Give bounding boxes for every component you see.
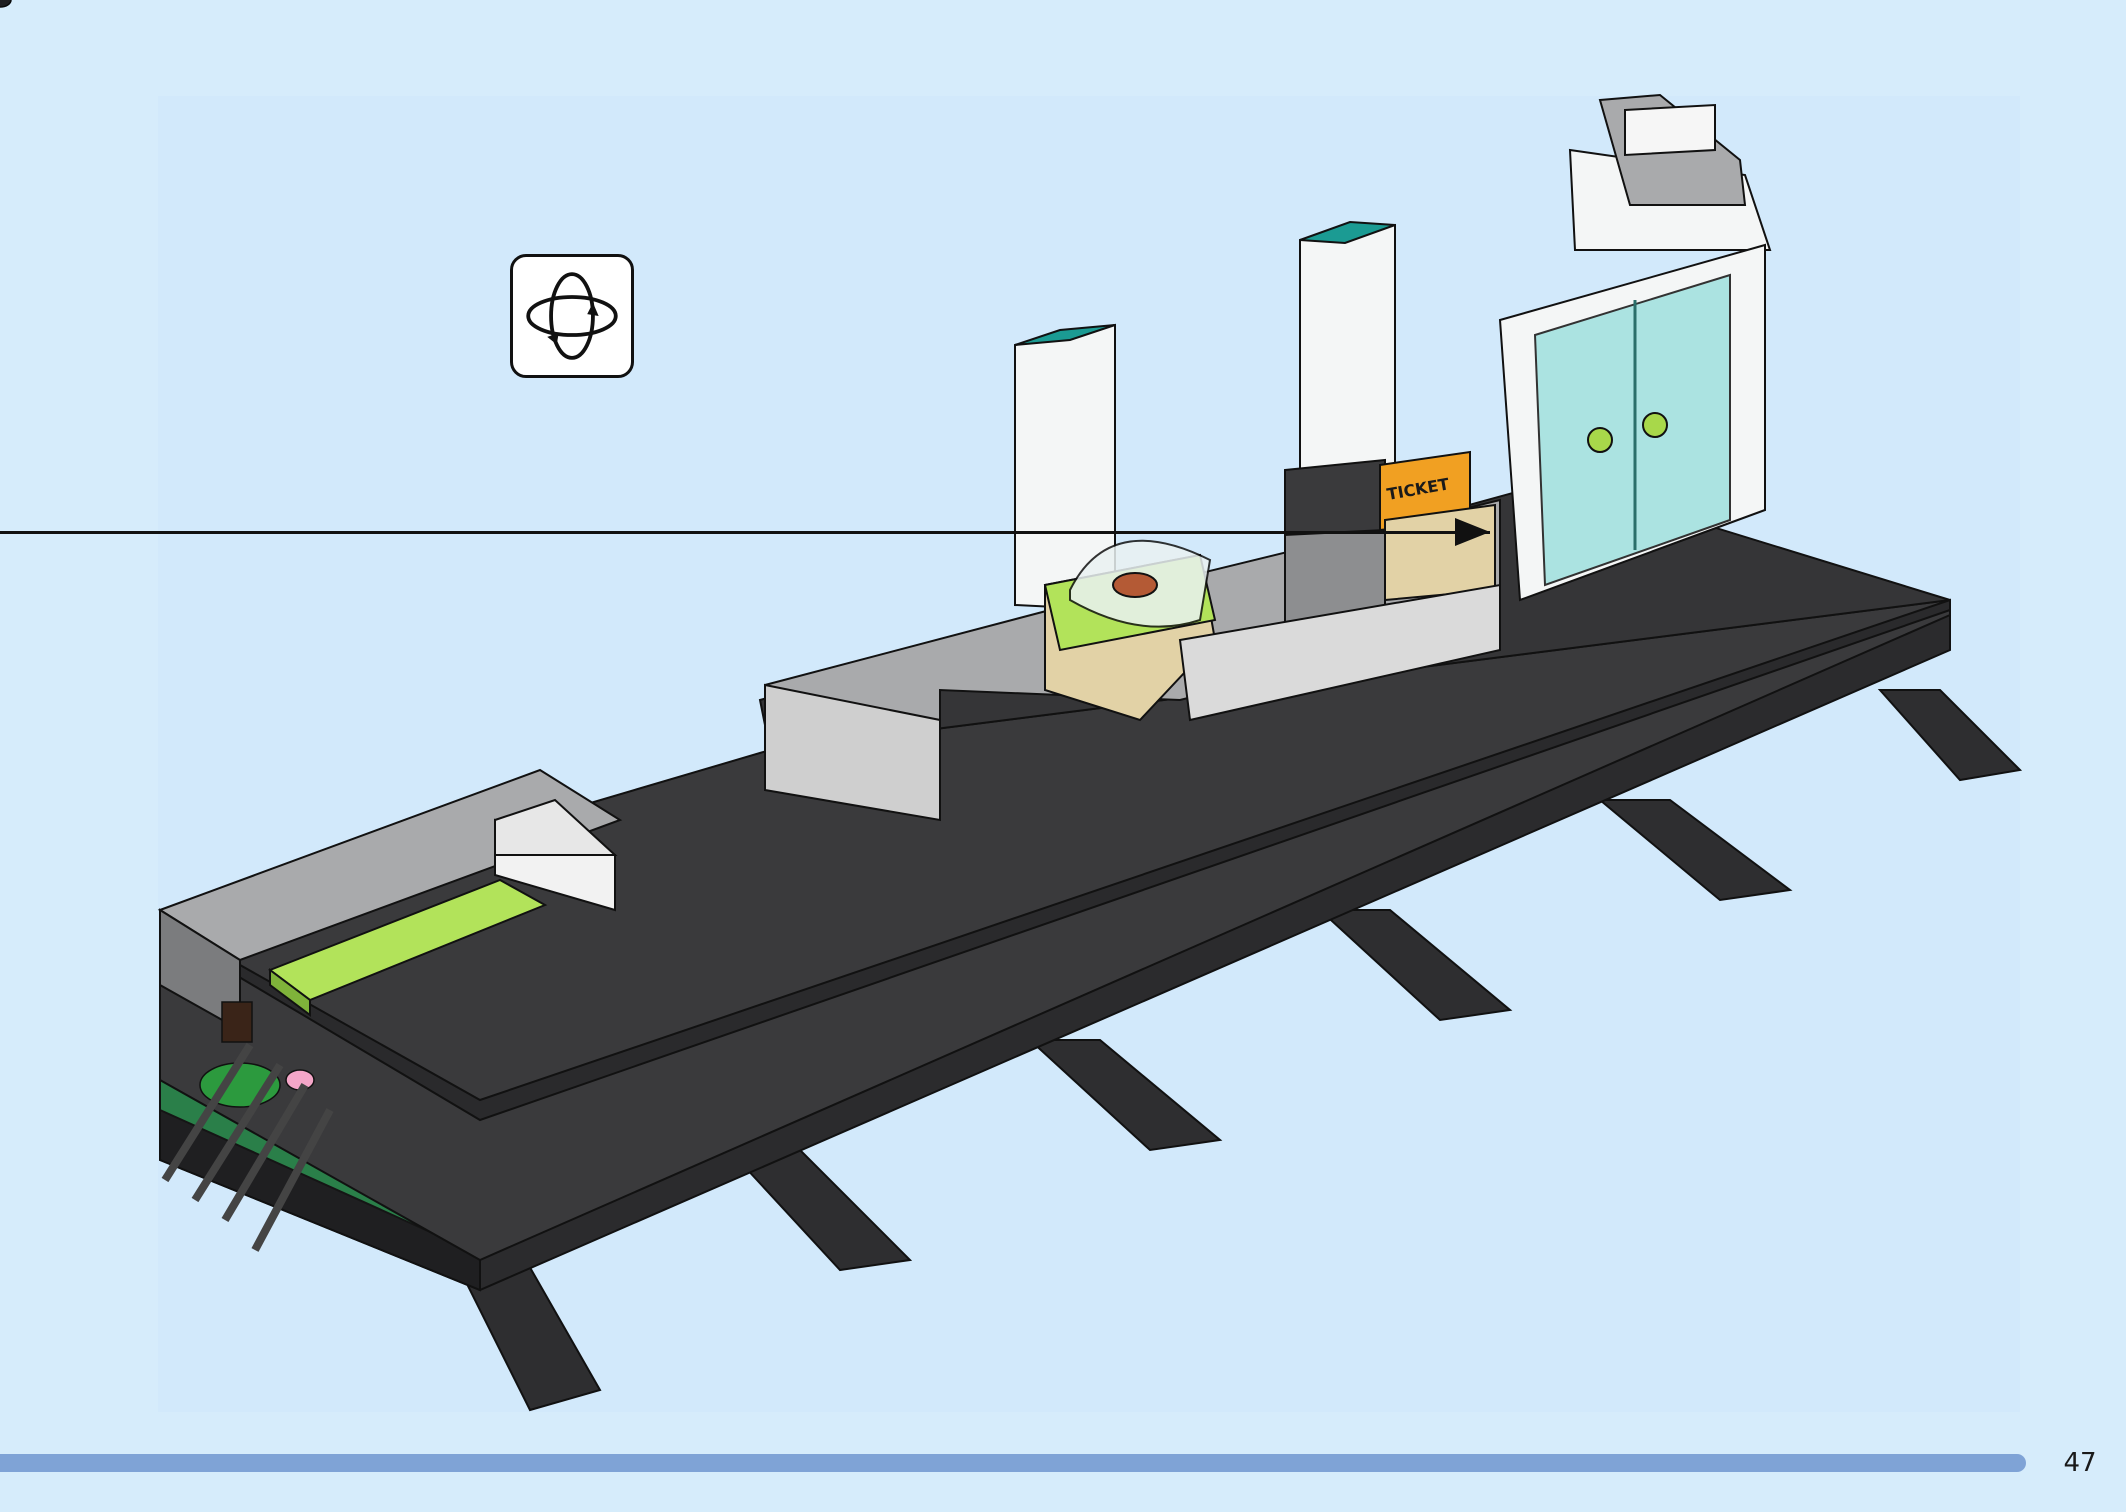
white-columns — [1014, 220, 1396, 612]
studs — [0, 0, 12, 8]
page-number: 47 — [2063, 1448, 2097, 1478]
rotate-model-icon — [510, 254, 634, 378]
gray-step — [1178, 583, 1501, 722]
door-frame — [1498, 93, 1772, 602]
support-legs — [448, 689, 2023, 1412]
lime-bench — [267, 878, 548, 1017]
display-case — [1043, 539, 1217, 722]
gray-wall-left — [157, 768, 623, 1032]
ladder — [161, 1042, 334, 1252]
callout-line — [0, 531, 1490, 534]
progress-bar — [0, 1454, 2026, 1472]
